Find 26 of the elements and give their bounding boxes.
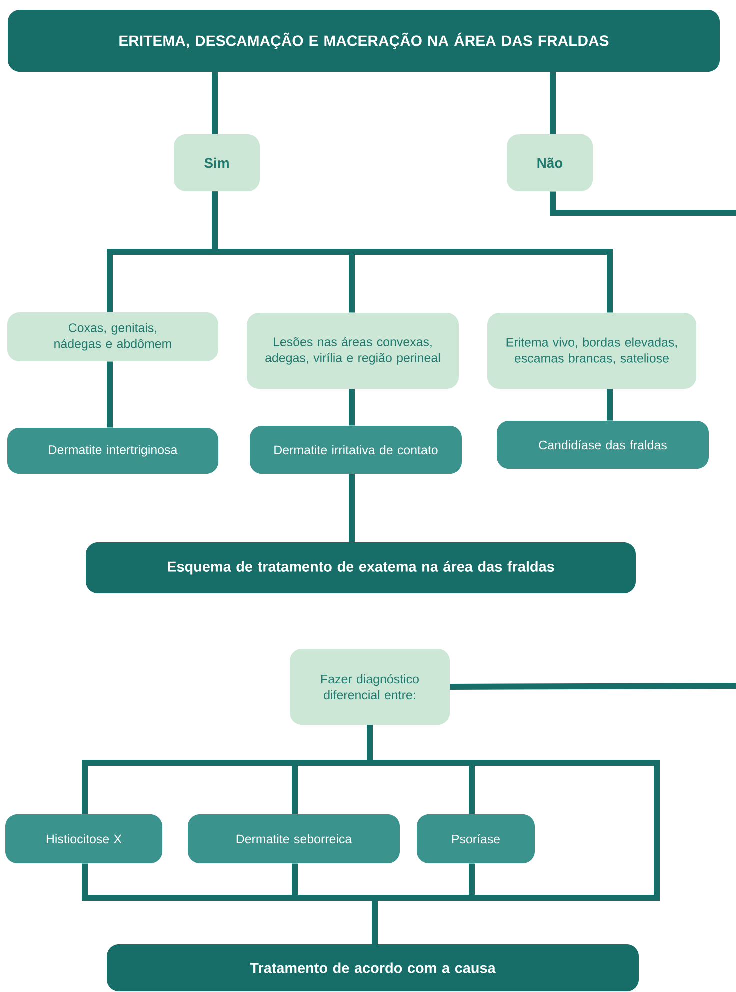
connector-line: [550, 192, 736, 216]
connector-line: [550, 72, 556, 134]
diagnosis-box: Dermatite intertriginosa: [8, 428, 218, 474]
answer-box: Não: [507, 134, 593, 192]
connector-line: [349, 474, 355, 542]
connector-line: [212, 72, 218, 134]
connector-line: [349, 389, 355, 426]
criteria-box: Coxas, genitais, nádegas e abdômem: [8, 312, 218, 362]
connector-line: [367, 725, 475, 814]
diagnosis-box: Psoríase: [417, 814, 535, 864]
criteria-box: Lesões nas áreas convexas, adegas, virília e região perineal: [247, 313, 459, 389]
answer-box: Sim: [174, 134, 260, 192]
connector-line: [212, 192, 613, 313]
diagnosis-box: Candidíase das fraldas: [497, 421, 709, 469]
diagnosis-box: Histiocitose X: [6, 814, 162, 864]
connector-line: [607, 389, 613, 421]
treatment-box: Esquema de tratamento de exatema na área das fraldas: [86, 542, 636, 594]
treatment-box: Tratamento de acordo com a causa: [107, 944, 639, 992]
connector-line: [450, 683, 736, 690]
diagnosis-box: Dermatite irritativa de contato: [250, 426, 462, 474]
connector-line: [372, 864, 475, 944]
criteria-box: Fazer diagnóstico diferencial entre:: [290, 649, 450, 725]
title-box: ERITEMA, DESCAMAÇÃO E MACERAÇÃO NA ÁREA DAS FRALDAS: [8, 10, 720, 72]
criteria-box: Eritema vivo, bordas elevadas, escamas brancas, sateliose: [488, 313, 696, 389]
connector-line: [107, 362, 113, 428]
diagnosis-box: Dermatite seborreica: [188, 814, 400, 864]
